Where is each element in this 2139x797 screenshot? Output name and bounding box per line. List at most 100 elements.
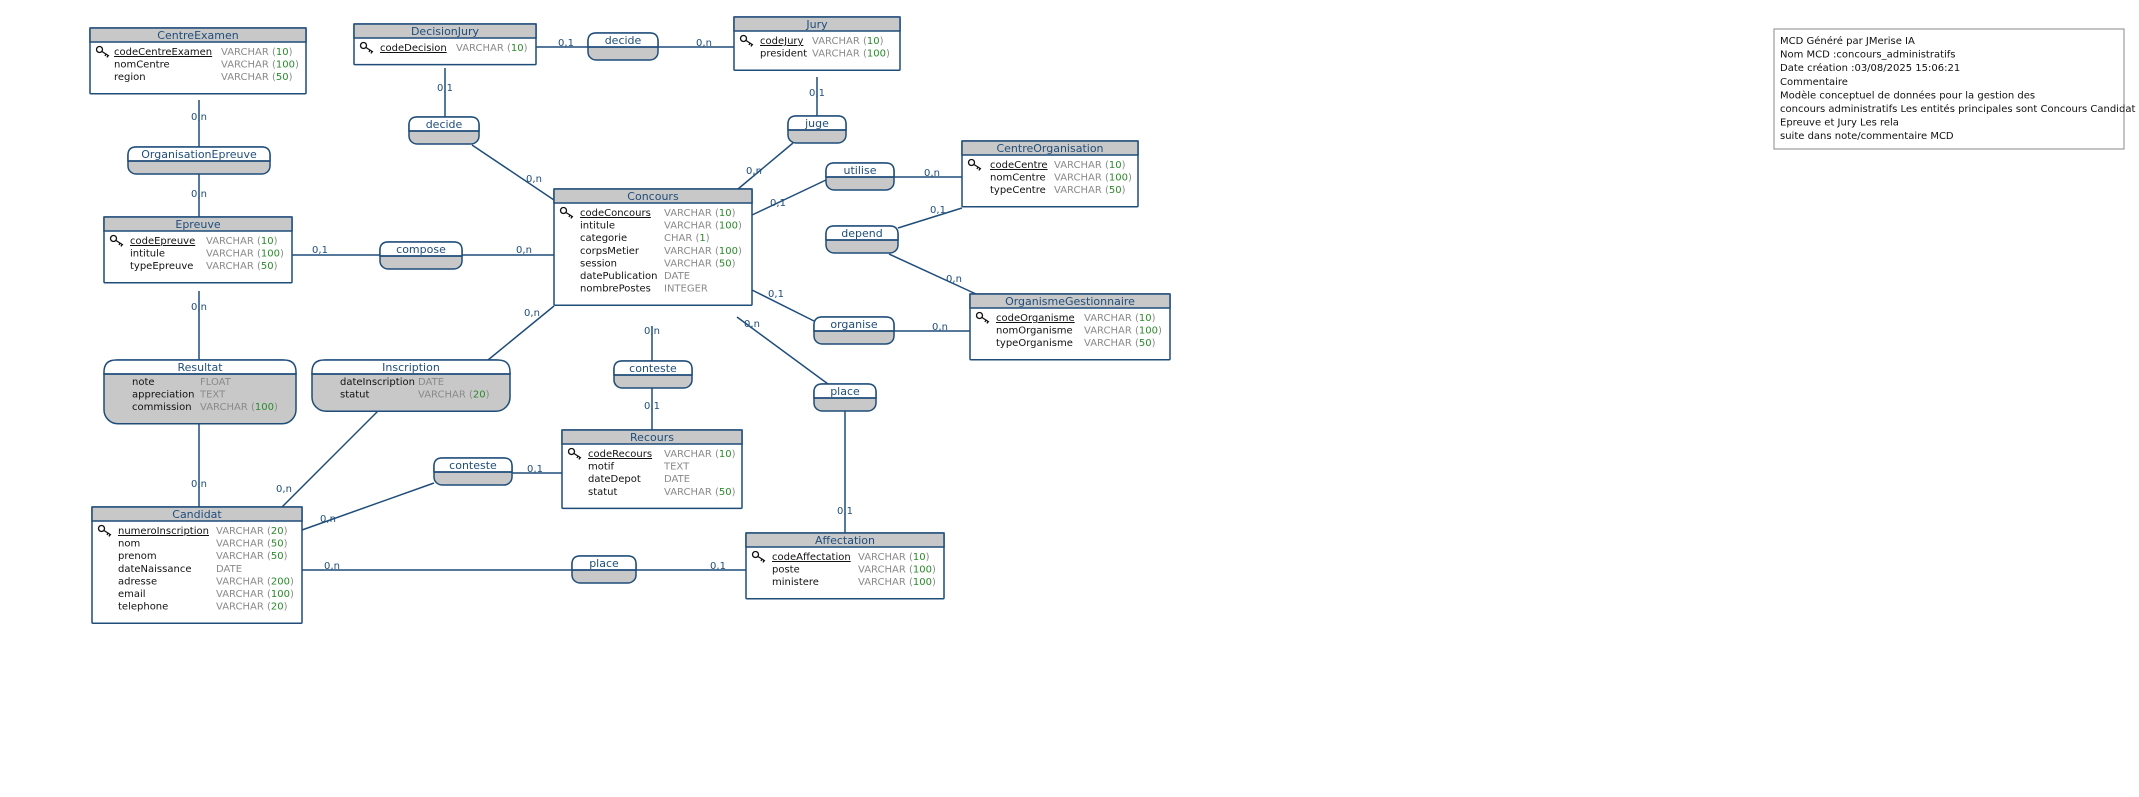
attribute-type: VARCHAR (10) bbox=[664, 208, 736, 219]
attribute-type: VARCHAR (50) bbox=[216, 551, 288, 562]
primary-key-attribute: codeCentreExamen bbox=[114, 47, 212, 58]
attribute-name: dateDepot bbox=[588, 474, 641, 485]
attribute-type: VARCHAR (10) bbox=[858, 552, 930, 563]
attribute-name: ministere bbox=[772, 577, 819, 588]
cardinality-label: 0,n bbox=[946, 274, 962, 285]
association-title: conteste bbox=[449, 459, 497, 472]
attribute-type: VARCHAR (100) bbox=[664, 221, 742, 232]
association-conteste-top[interactable]: conteste bbox=[613, 360, 693, 389]
cardinality-label: 0,1 bbox=[809, 88, 825, 99]
note-line: Modèle conceptuel de données pour la ges… bbox=[1780, 89, 2035, 101]
association-place-right[interactable]: place bbox=[813, 383, 877, 412]
cardinality-label: 0,n bbox=[932, 322, 948, 333]
attribute-type: VARCHAR (50) bbox=[221, 72, 293, 83]
attribute-name: categorie bbox=[580, 233, 627, 244]
association-link bbox=[301, 482, 435, 531]
attribute-type: VARCHAR (50) bbox=[664, 258, 736, 269]
attribute-name: president bbox=[760, 49, 807, 60]
cardinality-label: 0,n bbox=[526, 174, 542, 185]
association-compose[interactable]: compose bbox=[379, 241, 463, 270]
note-line: Epreuve et Jury Les rela bbox=[1780, 118, 1899, 129]
cardinality-label: 0,1 bbox=[558, 38, 574, 49]
attribute-name: motif bbox=[588, 462, 615, 473]
cardinality-label: 0,n bbox=[924, 168, 940, 179]
association-decide-left[interactable]: decide bbox=[408, 116, 480, 145]
primary-key-attribute: codeOrganisme bbox=[996, 313, 1075, 324]
association-link bbox=[736, 316, 829, 385]
entity-title: DecisionJury bbox=[411, 25, 480, 38]
attribute-type: VARCHAR (10) bbox=[1084, 313, 1156, 324]
cardinality-label: 0,n bbox=[191, 479, 207, 490]
primary-key-attribute: codeConcours bbox=[580, 208, 651, 219]
attribute-name: typeCentre bbox=[990, 185, 1046, 196]
entity-title: Recours bbox=[630, 431, 674, 444]
attribute-name: dateNaissance bbox=[118, 564, 191, 575]
cardinality-label: 0,n bbox=[744, 319, 760, 330]
key-icon bbox=[559, 206, 574, 219]
attribute-type: DATE bbox=[216, 564, 242, 575]
attribute-type: VARCHAR (10) bbox=[1054, 160, 1126, 171]
entity-title: CentreOrganisation bbox=[996, 142, 1103, 155]
attribute-name: corpsMetier bbox=[580, 246, 640, 257]
cardinality-label: 0,1 bbox=[770, 198, 786, 209]
attribute-name: telephone bbox=[118, 602, 168, 613]
cardinality-label: 0,1 bbox=[437, 83, 453, 94]
note-line: Commentaire bbox=[1780, 77, 1848, 88]
association-title: decide bbox=[426, 118, 463, 131]
association-juge[interactable]: juge bbox=[787, 115, 847, 144]
attribute-type: VARCHAR (100) bbox=[812, 49, 890, 60]
attribute-name: nombrePostes bbox=[580, 284, 651, 295]
cardinality-label: 0,n bbox=[524, 308, 540, 319]
key-icon bbox=[975, 311, 990, 324]
attribute-type: DATE bbox=[664, 271, 690, 282]
note-line: suite dans note/commentaire MCD bbox=[1780, 131, 1954, 142]
attribute-type: VARCHAR (100) bbox=[664, 246, 742, 257]
association-utilise[interactable]: utilise bbox=[825, 162, 895, 191]
attribute-type: VARCHAR (100) bbox=[1054, 173, 1132, 184]
attribute-name: email bbox=[118, 589, 146, 600]
association-link bbox=[751, 179, 827, 216]
attribute-type: VARCHAR (50) bbox=[664, 487, 736, 498]
association-title: depend bbox=[841, 227, 882, 240]
attribute-name: poste bbox=[772, 565, 800, 576]
attribute-name: typeOrganisme bbox=[996, 338, 1073, 349]
attribute-name: prenom bbox=[118, 551, 157, 562]
attribute-name: statut bbox=[340, 390, 370, 401]
association-link bbox=[888, 253, 977, 295]
key-icon bbox=[95, 45, 110, 58]
key-icon bbox=[109, 234, 124, 247]
association-conteste-left[interactable]: conteste bbox=[433, 457, 513, 486]
primary-key-attribute: codeJury bbox=[760, 36, 804, 47]
association-title: decide bbox=[605, 34, 642, 47]
association-place-bottom[interactable]: place bbox=[571, 555, 637, 584]
attribute-name: session bbox=[580, 258, 617, 269]
attribute-name: datePublication bbox=[580, 271, 657, 282]
cardinality-label: 0,n bbox=[276, 484, 292, 495]
attribute-type: VARCHAR (10) bbox=[206, 236, 278, 247]
attribute-type: VARCHAR (50) bbox=[216, 539, 288, 550]
attribute-name: intitule bbox=[580, 221, 615, 232]
attribute-name: intitule bbox=[130, 249, 165, 260]
attribute-type: VARCHAR (100) bbox=[858, 565, 936, 576]
association-organise[interactable]: organise bbox=[813, 316, 895, 345]
association-decide-top[interactable]: decide bbox=[587, 32, 659, 61]
association-title: utilise bbox=[844, 164, 877, 177]
cardinality-label: 0,n bbox=[696, 38, 712, 49]
attribute-type: VARCHAR (20) bbox=[216, 526, 288, 537]
association-organisation-epreuve[interactable]: OrganisationEpreuve bbox=[127, 146, 271, 175]
association-depend[interactable]: depend bbox=[825, 225, 899, 254]
